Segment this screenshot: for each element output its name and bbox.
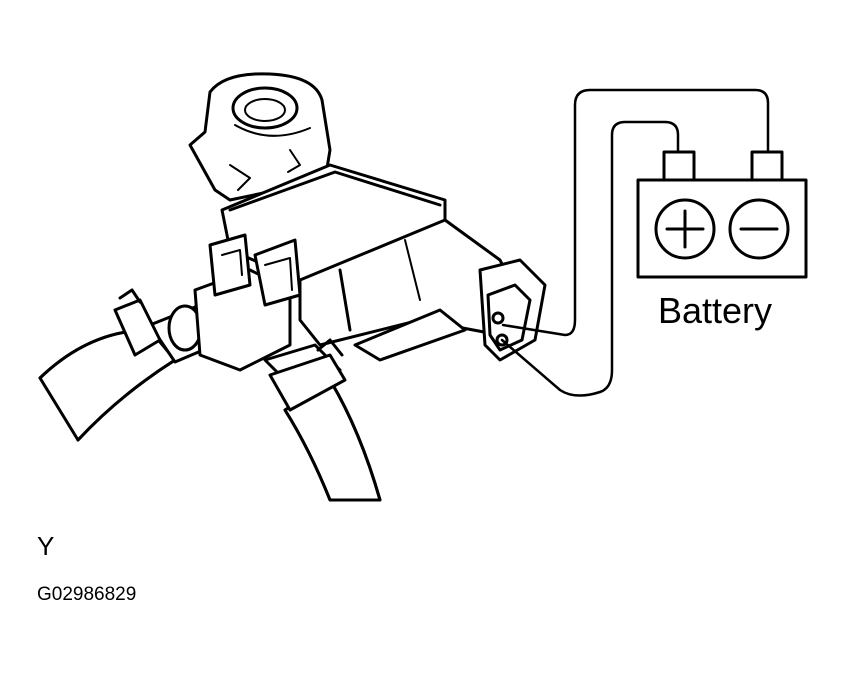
battery-positive-terminal xyxy=(662,150,696,182)
battery xyxy=(636,150,808,279)
mounting-bracket xyxy=(188,72,332,202)
test-wires xyxy=(500,88,770,397)
battery-label: Battery xyxy=(658,290,772,331)
figure-code: G02986829 xyxy=(37,584,136,605)
vsv-connector xyxy=(478,258,547,362)
left-hose xyxy=(38,328,177,442)
pipe-fitting-center xyxy=(193,233,302,372)
view-label: Y xyxy=(37,531,54,561)
wire-to-positive xyxy=(500,120,680,397)
battery-negative-terminal xyxy=(750,150,784,182)
right-hose xyxy=(283,378,382,502)
wire-to-negative xyxy=(501,88,770,337)
pipe-fitting-right xyxy=(263,338,347,412)
